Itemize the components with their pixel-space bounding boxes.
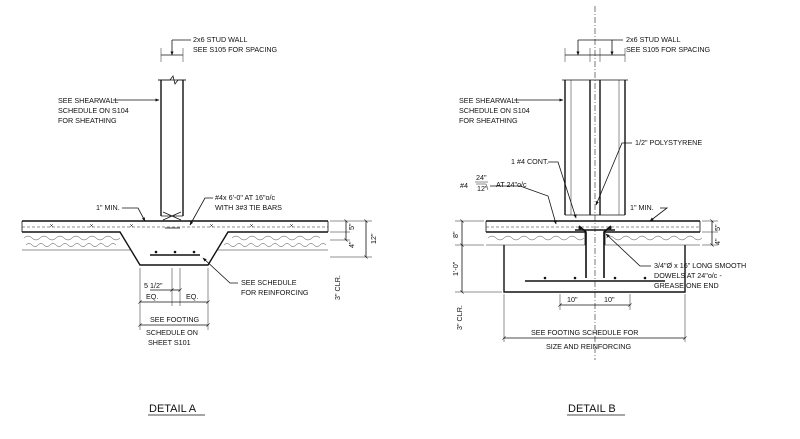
stud-wall-note-b: 2x6 STUD WALL SEE S105 FOR SPACING	[626, 35, 711, 54]
svg-text:SEE S105 FOR SPACING: SEE S105 FOR SPACING	[193, 45, 278, 54]
svg-text:AT 24"o/c: AT 24"o/c	[496, 180, 527, 189]
svg-text:SEE FOOTING: SEE FOOTING	[150, 315, 200, 324]
footing-schedule-note-b: SEE FOOTING SCHEDULE FOR SIZE AND REINFO…	[502, 294, 687, 351]
svg-text:2x6 STUD WALL: 2x6 STUD WALL	[626, 35, 680, 44]
svg-text:FOR REINFORCING: FOR REINFORCING	[241, 288, 309, 297]
slab-dimensions-a: 5" 4" 12" 3" CLR.	[330, 219, 378, 300]
svg-text:1" MIN.: 1" MIN.	[630, 203, 654, 212]
detail-a-caption: DETAIL A	[148, 403, 205, 416]
svg-text:SEE SCHEDULE: SEE SCHEDULE	[241, 278, 297, 287]
svg-text:5": 5"	[347, 223, 356, 230]
svg-text:12": 12"	[369, 233, 378, 244]
right-dimensions-b: 5" 4"	[702, 219, 722, 247]
reinforcing-note-a: SEE SCHEDULE FOR REINFORCING	[202, 257, 309, 297]
svg-text:FOR SHEATHING: FOR SHEATHING	[58, 116, 117, 125]
svg-text:1 #4 CONT.: 1 #4 CONT.	[511, 157, 549, 166]
shearwall-note-a: SEE SHEARWALL SCHEDULE ON S104 FOR SHEAT…	[58, 96, 160, 125]
svg-text:1'-0": 1'-0"	[451, 261, 460, 276]
svg-text:10": 10"	[604, 295, 615, 304]
svg-text:4": 4"	[713, 238, 722, 245]
svg-text:1/2" POLYSTYRENE: 1/2" POLYSTYRENE	[635, 138, 702, 147]
svg-text:3/4"Ø x 16" LONG SMOOTH: 3/4"Ø x 16" LONG SMOOTH	[654, 261, 746, 270]
svg-text:10": 10"	[567, 295, 578, 304]
svg-text:24": 24"	[476, 173, 487, 182]
svg-text:EQ.: EQ.	[146, 292, 158, 301]
svg-text:5 1/2": 5 1/2"	[144, 281, 163, 290]
shearwall-note-b: SEE SHEARWALL SCHEDULE ON S104 FOR SHEAT…	[459, 96, 564, 125]
svg-text:12": 12"	[477, 184, 488, 193]
svg-text:WITH 3#3 TIE BARS: WITH 3#3 TIE BARS	[215, 203, 282, 212]
svg-text:3" CLR.: 3" CLR.	[455, 305, 464, 330]
svg-text:SIZE AND REINFORCING: SIZE AND REINFORCING	[546, 342, 631, 351]
svg-text:1" MIN.: 1" MIN.	[96, 203, 120, 212]
svg-text:GREASE ONE END: GREASE ONE END	[654, 281, 719, 290]
svg-text:SHEET S101: SHEET S101	[148, 338, 191, 347]
stud-walls-b	[562, 39, 628, 216]
svg-text:SEE SHEARWALL: SEE SHEARWALL	[58, 96, 118, 105]
svg-text:FOR SHEATHING: FOR SHEATHING	[459, 116, 518, 125]
svg-text:SCHEDULE ON S104: SCHEDULE ON S104	[459, 106, 530, 115]
detail-b-caption: DETAIL B	[567, 403, 625, 416]
svg-text:3" CLR.: 3" CLR.	[333, 275, 342, 300]
svg-text:SCHEDULE ON: SCHEDULE ON	[146, 328, 198, 337]
svg-text:5": 5"	[713, 224, 722, 231]
dowel-spacing-dims-b: 10" 10"	[558, 294, 632, 310]
cont-bar-note-b: 1 #4 CONT.	[511, 157, 577, 219]
svg-text:SCHEDULE ON S104: SCHEDULE ON S104	[58, 106, 129, 115]
svg-text:SEE SHEARWALL: SEE SHEARWALL	[459, 96, 519, 105]
svg-text:DETAIL B: DETAIL B	[568, 403, 616, 415]
slab-footing-a	[21, 220, 329, 266]
svg-text:DOWELS AT 24"o/c -: DOWELS AT 24"o/c -	[654, 271, 722, 280]
stud-wall-a	[158, 39, 191, 221]
svg-text:SEE FOOTING SCHEDULE FOR: SEE FOOTING SCHEDULE FOR	[531, 328, 638, 337]
footing-width-dims-a: 5 1/2" EQ. EQ. SEE FOOTING SCHEDULE ON S…	[138, 268, 210, 347]
rebar-note-a: #4x 6'-0" AT 16"o/c WITH 3#3 TIE BARS	[189, 193, 282, 226]
svg-text:SEE S105 FOR SPACING: SEE S105 FOR SPACING	[626, 45, 711, 54]
detail-b: 2x6 STUD WALL SEE S105 FOR SPACING SEE S…	[451, 6, 746, 416]
svg-text:2x6 STUD WALL: 2x6 STUD WALL	[193, 35, 247, 44]
svg-text:8": 8"	[451, 231, 460, 238]
svg-text:#4x 6'-0" AT 16"o/c: #4x 6'-0" AT 16"o/c	[215, 193, 276, 202]
stud-wall-note-a: 2x6 STUD WALL SEE S105 FOR SPACING	[193, 35, 278, 54]
polystyrene-note-b: 1/2" POLYSTYRENE	[595, 138, 702, 206]
dowel-note-b: 3/4"Ø x 16" LONG SMOOTH DOWELS AT 24"o/c…	[605, 233, 746, 290]
bar-spacing-note-b: #4 24" 12" AT 24"o/c	[460, 173, 557, 225]
detail-a: 2x6 STUD WALL SEE S105 FOR SPACING SEE S…	[21, 35, 378, 416]
slab-footing-b	[485, 220, 703, 293]
svg-text:EQ.: EQ.	[186, 292, 198, 301]
min-cover-note-b: 1" MIN.	[630, 203, 669, 222]
min-cover-note-a: 1" MIN.	[96, 203, 146, 222]
svg-text:#4: #4	[460, 181, 468, 190]
svg-text:4": 4"	[347, 241, 356, 248]
svg-text:DETAIL A: DETAIL A	[149, 403, 197, 415]
left-dimensions-b: 8" 1'-0" 3" CLR.	[451, 219, 502, 330]
